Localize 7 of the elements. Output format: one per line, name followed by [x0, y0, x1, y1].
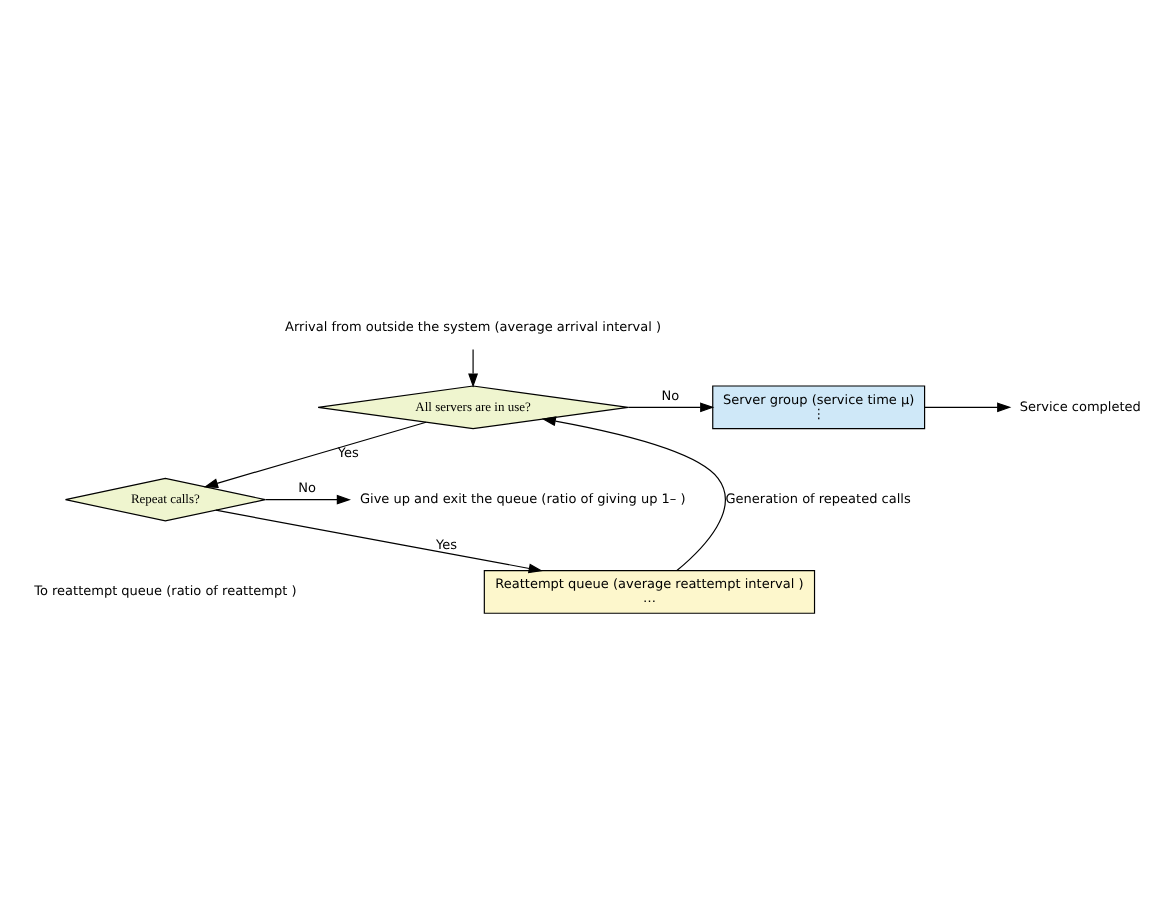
arrow: [264, 493, 351, 504]
arrow: [468, 347, 479, 387]
arrow: [924, 401, 1012, 412]
arrow: [215, 508, 543, 573]
arrow: [203, 420, 427, 487]
arrow: [541, 415, 726, 571]
arrow: [627, 401, 715, 412]
